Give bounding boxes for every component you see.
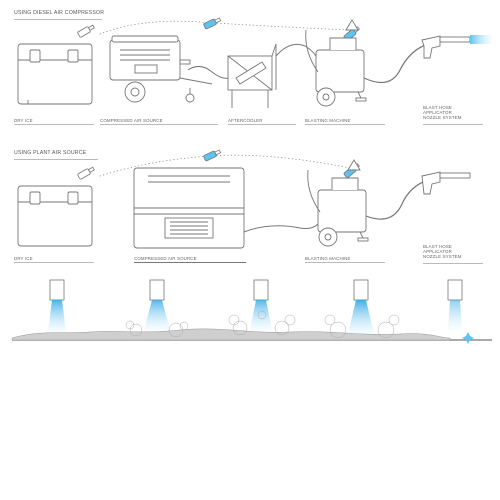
air-hose-2 [275,43,317,57]
section-title-rule [14,19,102,20]
ice-trajectory-dots [99,20,351,35]
blasting-machine [305,19,367,107]
label-nozzle-system: NOZZLE SYSTEM [423,115,462,121]
cleaning-process-sequence [11,279,492,344]
label-blast-hose-2: BLAST HOSE [423,244,452,249]
blast-cloud-3 [228,310,296,336]
air-hose-3 [243,223,319,233]
diesel-compressor [109,35,213,103]
applicator-gun-2 [421,171,471,195]
jet-stream-1 [48,300,66,332]
dirt-layer [11,328,451,341]
nozzle-5 [447,279,463,301]
label-rule [423,263,483,264]
plant-air-source [133,167,245,249]
jet-stream-2 [144,300,170,330]
jet-stream-5 [448,300,462,330]
section-title-plant: USING PLANT AIR SOURCE [14,150,87,156]
label-air-source-2: COMPRESSED AIR SOURCE [134,256,197,261]
label-rule [305,262,385,263]
label-dry-ice: DRY ICE [14,118,33,123]
aftercooler [227,43,277,108]
label-aftercooler: AFTERCOOLER [228,118,263,123]
nozzle-2 [149,279,165,301]
ice-scoop-blue-icon-3 [203,149,222,162]
blast-hose-2 [365,179,429,220]
section-title-diesel: USING DIESEL AIR COMPRESSOR [14,10,105,16]
label-rule [305,124,385,125]
blasting-machine-2 [307,159,369,247]
label-nozzle-system-2: NOZZLE SYSTEM [423,254,462,260]
label-group-applicator: BLAST HOSE APPLICATOR NOZZLE SYSTEM [423,105,462,121]
label-rule [14,262,94,263]
applicator-gun [421,35,471,59]
label-applicator: APPLICATOR [423,110,452,116]
ice-scoop-blue-icon [203,17,222,30]
label-rule [423,124,483,125]
label-group-applicator-2: BLAST HOSE APPLICATOR NOZZLE SYSTEM [423,244,462,260]
jet-stream-4 [348,300,374,334]
dry-ice-cooler [17,43,93,105]
nozzle-4 [353,279,369,301]
label-applicator-2: APPLICATOR [423,249,452,255]
air-hose-1 [187,66,231,79]
blast-cloud-4 [324,314,400,339]
label-blast-hose: BLAST HOSE [423,105,452,110]
label-air-source: COMPRESSED AIR SOURCE [100,118,163,123]
label-dry-ice-2: DRY ICE [14,256,33,261]
nozzle-1 [49,279,65,301]
blast-hose-1 [363,43,429,84]
label-blasting-machine-2: BLASTING MACHINE [305,256,351,261]
label-blasting-machine: BLASTING MACHINE [305,118,351,123]
blast-cloud-2 [125,320,189,338]
label-rule [228,124,296,125]
blast-jet-1 [470,35,494,44]
label-rule [100,124,218,125]
ice-scoop-icon-2 [77,166,95,180]
ice-scoop-icon [77,24,95,38]
label-rule [134,262,246,263]
section-title-rule [14,159,98,160]
dry-ice-cooler-2 [17,185,93,247]
label-rule [14,124,94,125]
nozzle-3 [253,279,269,301]
jet-stream-3 [250,300,272,330]
sparkle-icon [462,332,474,344]
